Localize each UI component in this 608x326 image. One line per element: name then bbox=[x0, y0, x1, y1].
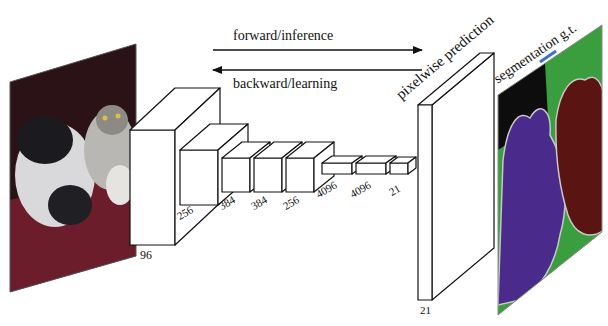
backward-arrow bbox=[213, 69, 422, 71]
channel-count: 256 bbox=[281, 193, 302, 212]
prediction-slab bbox=[418, 53, 494, 300]
channel-count: 384 bbox=[249, 193, 270, 212]
channel-count: 96 bbox=[140, 249, 152, 263]
segmentation-map bbox=[490, 20, 608, 320]
channel-count: 21 bbox=[420, 304, 431, 317]
arrow-caption: backward/learning bbox=[233, 76, 337, 92]
layer-blocks bbox=[130, 88, 416, 245]
channel-count: 4096 bbox=[348, 179, 373, 201]
arrow-caption: forward/inference bbox=[233, 28, 333, 44]
forward-arrow bbox=[213, 49, 422, 51]
input-photo bbox=[0, 30, 150, 310]
channel-count: 21 bbox=[387, 182, 403, 198]
